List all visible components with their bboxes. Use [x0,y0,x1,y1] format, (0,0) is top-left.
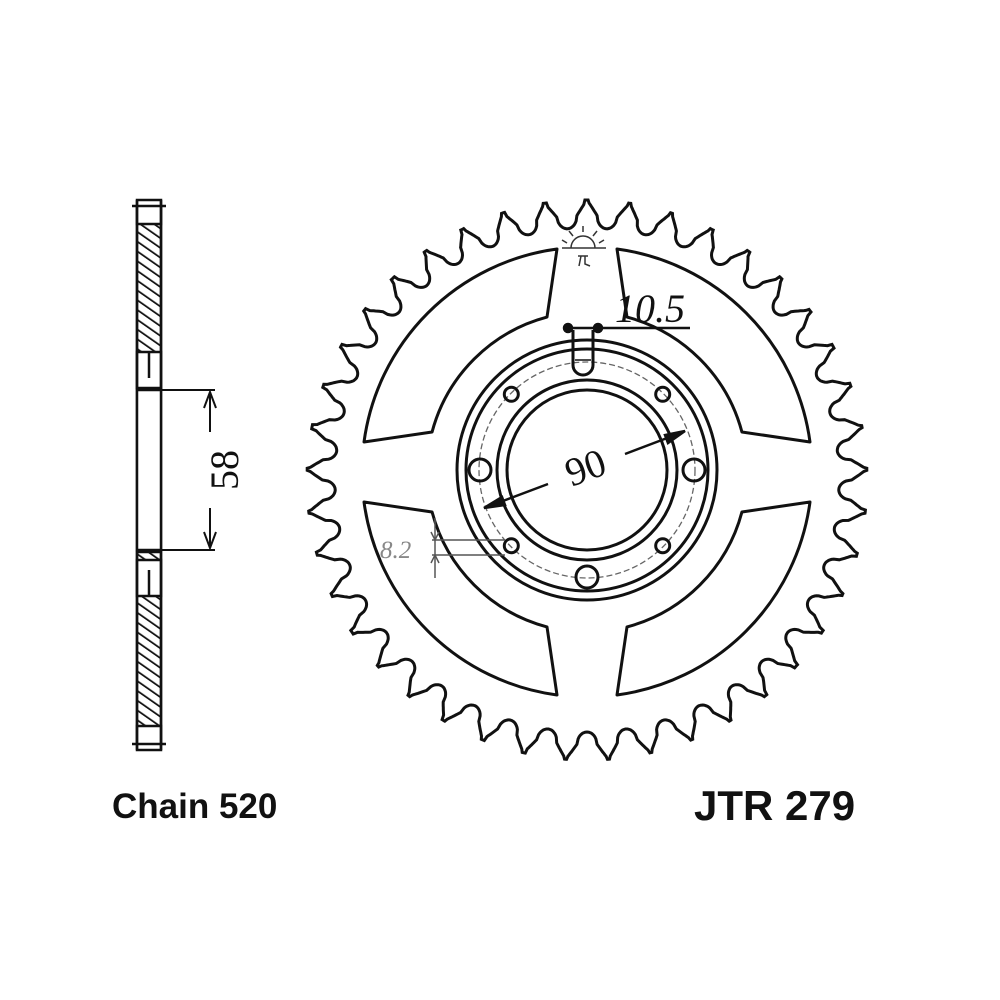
window-cutout [615,247,812,444]
bolt-hole [467,457,493,483]
window-cutout [362,247,559,444]
side-profile-view [132,198,217,752]
hub-outer-ring [455,338,719,602]
window-cutout [362,500,559,697]
dimension-10-5-label: 10.5 [615,286,685,331]
dimension-8-2-label: 8.2 [380,537,411,564]
window-cutout [615,500,812,697]
lightening-windows [362,247,812,697]
bolt-hole [654,537,672,555]
dimension-90-label: 90 [559,439,612,495]
bolt-hole [654,385,672,403]
slot [571,330,595,377]
bolt-hole [681,457,707,483]
bolt-hole [502,537,520,555]
chain-size-label: Chain 520 [112,787,277,826]
dimension-58-label: 58 [202,450,247,490]
bolt-holes [467,385,707,590]
bolt-hole [574,564,600,590]
sprocket-teeth-outline [305,198,869,761]
sprocket-front-view [305,198,869,761]
part-number-label: JTR 279 [694,782,855,829]
bolt-circle [478,361,696,579]
bolt-hole [502,385,520,403]
sun-logo-icon [561,226,606,267]
center-bore [495,378,679,562]
